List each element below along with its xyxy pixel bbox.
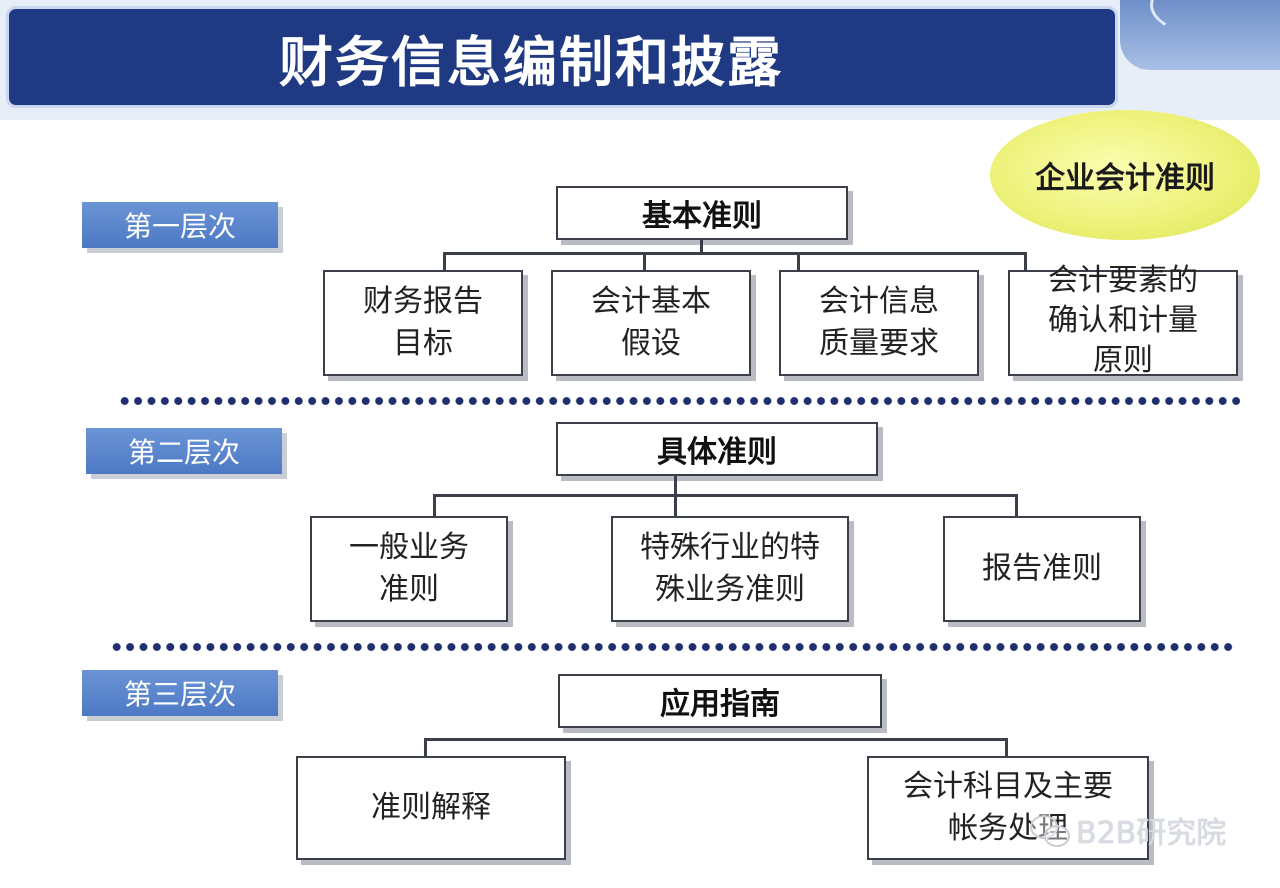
connector: [1005, 738, 1008, 756]
level-2-child-box: 特殊行业的特 殊业务准则: [611, 516, 849, 622]
level-1-child-box: 会计要素的 确认和计量 原则: [1008, 263, 1238, 378]
connector: [643, 252, 646, 272]
level-2-child-box: 一般业务 准则: [310, 516, 508, 622]
level-2-header-box: 具体准则: [556, 422, 878, 476]
level-3-header-box: 应用指南: [558, 674, 882, 728]
level-1-child-box: 会计信息 质量要求: [779, 270, 979, 376]
page-title: 财务信息编制和披露: [279, 30, 783, 94]
level-1-child-text: 会计基本 假设: [591, 284, 711, 361]
level-1-label: 第一层次: [82, 202, 278, 248]
standard-badge: 企业会计准则: [990, 110, 1260, 240]
level-1-header-box: 基本准则: [556, 186, 848, 240]
level-1-child-box: 会计基本 假设: [551, 270, 751, 376]
level-1-child-box: 财务报告 目标: [323, 270, 523, 376]
connector: [700, 240, 703, 254]
level-2-child-box: 报告准则: [943, 516, 1141, 622]
connector: [424, 738, 1008, 741]
title-bar: 财务信息编制和披露: [6, 6, 1118, 108]
level-2-child-text: 特殊行业的特 殊业务准则: [640, 530, 820, 607]
connector: [1024, 252, 1027, 272]
connector: [797, 252, 800, 272]
connector: [674, 494, 677, 516]
connector: [443, 252, 446, 272]
connector: [1015, 494, 1018, 516]
dotted-separator: [110, 642, 1234, 652]
level-1-child-text: 财务报告 目标: [363, 284, 483, 361]
level-3-child-text: 准则解释: [371, 790, 491, 825]
level-3-child-box: 准则解释: [296, 756, 566, 860]
watermark-text: B2B研究院: [1076, 816, 1227, 851]
watermark: B2B研究院: [1030, 808, 1226, 852]
connector: [674, 476, 677, 496]
connector: [433, 494, 436, 516]
level-1-child-text: 会计要素的 确认和计量 原则: [1048, 263, 1198, 378]
level-1-child-text: 会计信息 质量要求: [819, 284, 939, 361]
dotted-separator: [118, 396, 1240, 406]
connector: [443, 252, 1027, 255]
level-3-label: 第三层次: [82, 670, 278, 716]
level-2-child-text: 报告准则: [982, 551, 1102, 586]
level-2-child-text: 一般业务 准则: [349, 530, 469, 607]
wechat-icon: [1030, 813, 1070, 847]
connector: [433, 494, 1018, 497]
connector: [424, 738, 427, 756]
level-2-label: 第二层次: [86, 428, 282, 474]
